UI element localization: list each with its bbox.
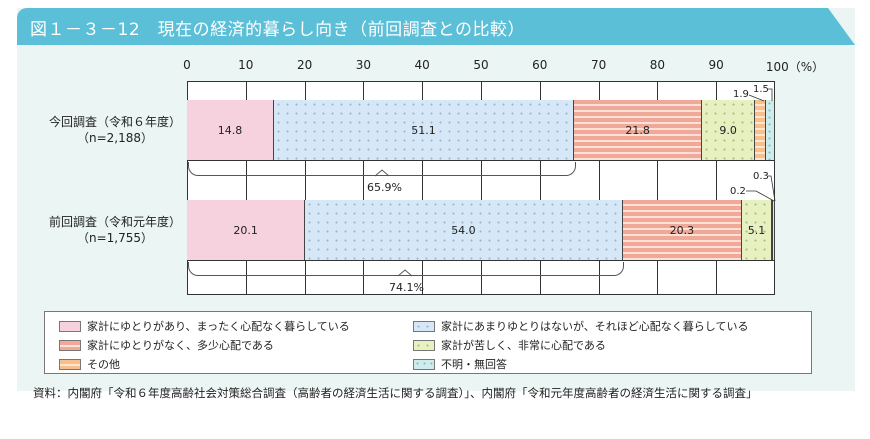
callout-previous-other: 0.2 xyxy=(730,186,746,197)
legend-swatch xyxy=(59,320,81,332)
legend-swatch xyxy=(59,339,81,351)
row-label-current-n: （n=2,188） xyxy=(76,131,153,145)
source-note: 資料：内閣府「令和６年度高齢社会対策総合調査（高齢者の経済生活に関する調査）」、… xyxy=(33,386,758,400)
legend-swatch xyxy=(413,358,435,370)
legend: 家計にゆとりがあり、まったく心配なく暮らしている 家計にあまりゆとりはないが、そ… xyxy=(44,311,812,374)
gridline xyxy=(422,81,424,295)
legend-label: 家計にゆとりがあり、まったく心配なく暮らしている xyxy=(87,320,350,333)
bar-segment: 21.8 xyxy=(574,100,703,160)
brace-current xyxy=(188,162,576,176)
x-tick: 70 xyxy=(590,58,607,72)
row-label-current-title: 今回調査（令和６年度） xyxy=(48,115,181,129)
legend-label: 不明・無回答 xyxy=(441,358,507,371)
row-label-previous-n: （n=1,755） xyxy=(76,231,153,245)
gridline xyxy=(245,81,247,295)
bar-segment: 51.1 xyxy=(273,100,575,160)
brace-label-previous: 74.1% xyxy=(389,281,424,294)
legend-item-unknown: 不明・無回答 xyxy=(413,356,507,372)
row-label-previous: 前回調査（令和元年度） （n=1,755） xyxy=(35,214,195,246)
row-label-previous-title: 前回調査（令和元年度） xyxy=(48,215,181,229)
bar-segment xyxy=(773,200,775,260)
x-tick: 60 xyxy=(532,58,548,72)
gridline xyxy=(304,81,306,295)
gridline xyxy=(187,160,775,161)
x-tick: 90 xyxy=(708,58,724,72)
brace-previous xyxy=(188,262,624,276)
legend-swatch xyxy=(413,339,435,351)
brace-label-current: 65.9% xyxy=(367,181,402,194)
legend-item-somewhat-comfortable: 家計にあまりゆとりはないが、それほど心配なく暮らしている xyxy=(413,318,748,334)
legend-item-somewhat-worried: 家計にゆとりがなく、多少心配である xyxy=(59,337,274,353)
legend-label: 家計にゆとりがなく、多少心配である xyxy=(87,339,274,352)
bar-segment: 5.1 xyxy=(742,200,773,260)
bar-segment xyxy=(772,200,774,260)
bar-segment xyxy=(766,100,776,160)
row-label-current: 今回調査（令和６年度） （n=2,188） xyxy=(35,114,195,146)
x-tick: 20 xyxy=(296,58,313,72)
bar-segment xyxy=(755,100,767,160)
x-tick: 40 xyxy=(414,58,430,72)
x-tick: 100（%） xyxy=(765,60,825,74)
bar-segment: 9.0 xyxy=(702,100,756,160)
bar-segment: 54.0 xyxy=(305,200,623,260)
legend-item-very-worried: 家計が苦しく、非常に心配である xyxy=(413,337,606,353)
bar-segment: 14.8 xyxy=(187,100,274,160)
legend-label: その他 xyxy=(87,358,120,371)
legend-label: 家計が苦しく、非常に心配である xyxy=(441,339,606,352)
x-tick: 0 xyxy=(183,58,191,72)
callout-current-other: 1.9 xyxy=(733,89,749,100)
legend-item-comfortable: 家計にゆとりがあり、まったく心配なく暮らしている xyxy=(59,318,350,334)
bar-segment: 20.1 xyxy=(187,200,306,260)
x-tick: 50 xyxy=(473,58,489,72)
gridline xyxy=(716,81,718,295)
x-tick: 30 xyxy=(355,58,372,72)
legend-label: 家計にあまりゆとりはないが、それほど心配なく暮らしている xyxy=(441,320,749,333)
x-tick: 80 xyxy=(649,58,666,72)
callout-previous-unknown: 0.3 xyxy=(753,171,769,182)
gridline xyxy=(363,81,365,295)
callout-current-unknown: 1.5 xyxy=(753,84,769,95)
legend-swatch xyxy=(59,358,81,370)
figure-title: 図１－３－12 現在の経済的暮らし向き（前回調査との比較） xyxy=(30,20,525,40)
legend-item-other: その他 xyxy=(59,356,120,372)
figure-title-bar: 図１－３－12 現在の経済的暮らし向き（前回調査との比較） xyxy=(17,8,855,45)
gridline xyxy=(657,81,659,295)
gridline xyxy=(598,81,600,295)
legend-swatch xyxy=(413,320,435,332)
gridline xyxy=(481,81,482,295)
gridline xyxy=(539,81,541,295)
gridline xyxy=(187,260,775,261)
bar-segment: 20.3 xyxy=(622,200,743,260)
x-tick: 10 xyxy=(238,58,254,72)
